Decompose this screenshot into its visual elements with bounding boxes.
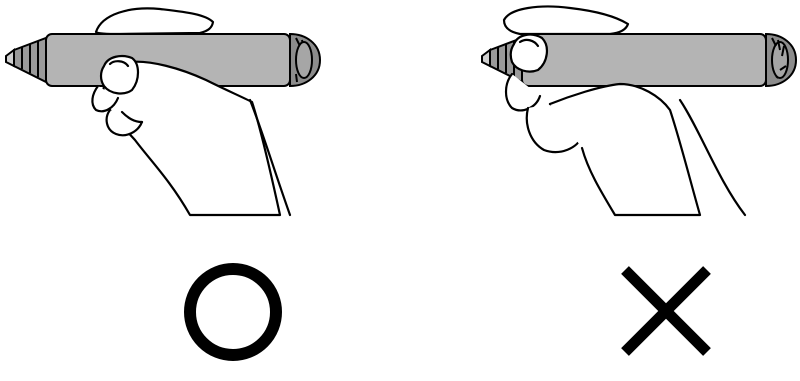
hand-palm: [550, 84, 700, 215]
pen-tip: [482, 50, 490, 66]
pen-tip: [6, 50, 14, 66]
correct-grip-panel: ○: [0, 0, 400, 368]
incorrect-grip-panel: ×: [400, 0, 800, 368]
pen-barrel: [522, 34, 766, 86]
circle-mark-icon: [183, 262, 283, 362]
correct-mark: ○: [183, 262, 283, 362]
incorrect-mark: ×: [615, 262, 715, 362]
cross-mark-icon: [615, 262, 715, 362]
hand-upper-fingers: [96, 8, 213, 34]
incorrect-grip-illustration: [400, 0, 800, 368]
hand-upper-fingers: [504, 7, 628, 35]
